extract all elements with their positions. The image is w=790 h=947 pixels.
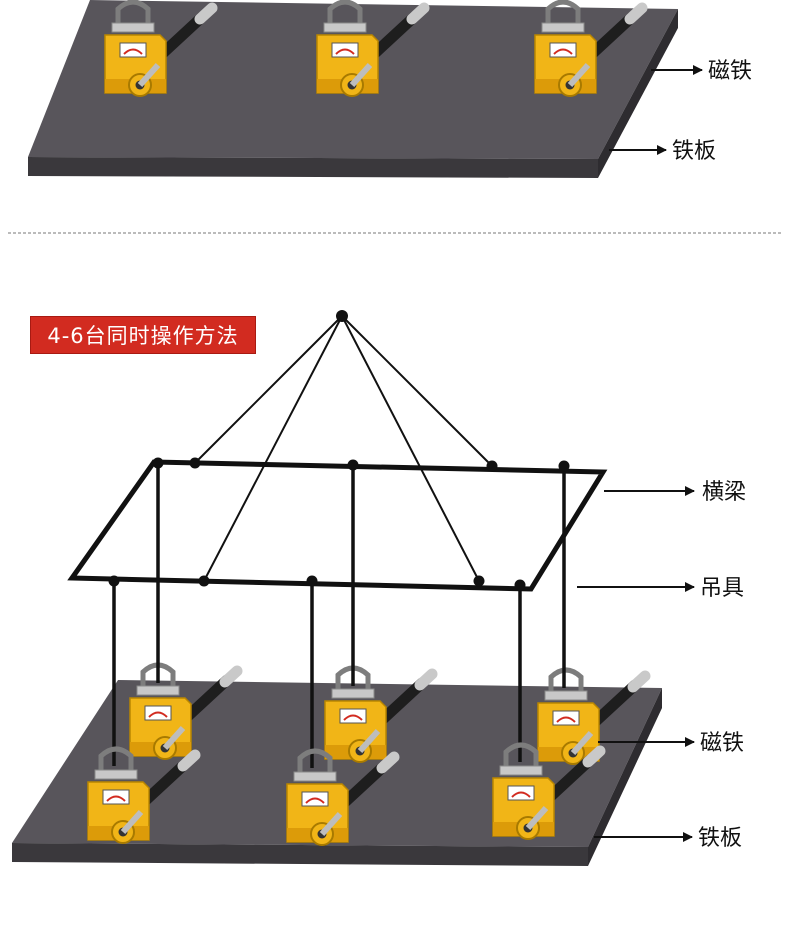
bottom-scene: 横梁 吊具 磁铁 铁板 xyxy=(12,310,746,866)
bottom-magnet-label: 磁铁 xyxy=(700,731,744,756)
bottom-iron-plate-edge xyxy=(12,843,588,866)
method-badge: 4-6台同时操作方法 xyxy=(30,316,256,354)
top-iron-plate-edge xyxy=(28,157,598,178)
beam-frame xyxy=(67,459,608,592)
lifting-hook-point xyxy=(336,310,348,322)
beam-label: 横梁 xyxy=(702,480,746,505)
top-iron-plate-label: 铁板 xyxy=(672,139,716,164)
hanging-lines xyxy=(112,463,566,768)
frame-joints xyxy=(108,457,570,591)
sling-lines xyxy=(194,315,493,582)
top-magnet-label: 磁铁 xyxy=(708,59,752,84)
top-scene: 磁铁 铁板 xyxy=(28,0,752,178)
bottom-iron-plate-label: 铁板 xyxy=(698,826,742,851)
rigging-label: 吊具 xyxy=(700,576,744,601)
